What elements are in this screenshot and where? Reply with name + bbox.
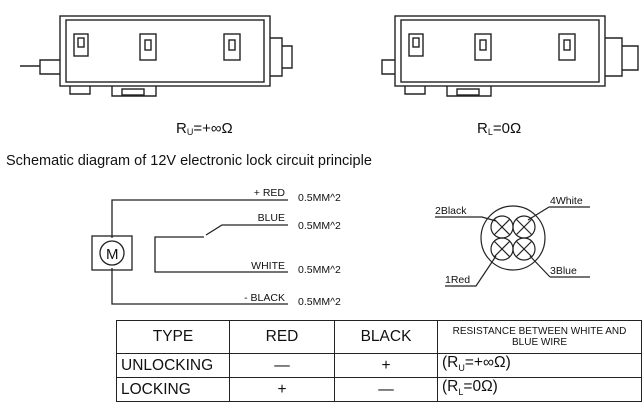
header-type: TYPE [116, 320, 230, 354]
pin-label-1red: 1Red [445, 274, 470, 286]
table-header-row: TYPE RED BLACK RESISTANCE BETWEEN WHITE … [116, 320, 642, 354]
wire-blue [205, 224, 288, 236]
wire-black-label: - BLACK [244, 292, 285, 304]
resistance-label-locking: RL=0Ω [477, 120, 522, 137]
wire-black-spec: 0.5MM^2 [298, 296, 341, 308]
switch-contact [154, 236, 288, 273]
row-resistance: (RL=0Ω) [437, 377, 642, 403]
diagram-title: Schematic diagram of 12V electronic lock… [6, 153, 372, 169]
pin-label-4white: 4White [550, 195, 583, 207]
table-row: LOCKING + — (RL=0Ω) [116, 377, 642, 403]
pin-3 [512, 237, 536, 261]
header-black: BLACK [334, 320, 438, 354]
device-drawings [20, 15, 639, 97]
header-red: RED [229, 320, 335, 354]
table-row: UNLOCKING — + (RU=+∞Ω) [116, 352, 642, 379]
lock-device-left [20, 15, 293, 97]
pin-label-2black: 2Black [435, 205, 467, 217]
lock-device-right [381, 15, 639, 97]
pin-2 [490, 215, 514, 239]
motor-circle [99, 240, 125, 266]
wire-black [111, 268, 288, 305]
wiring-table: TYPE RED BLACK RESISTANCE BETWEEN WHITE … [116, 320, 642, 403]
wire-blue-label: BLUE [258, 212, 285, 224]
row-red: — [229, 352, 335, 379]
wire-red-label: + RED [254, 187, 286, 199]
connector-pinout: 2Black 4White 1Red 3Blue [435, 195, 590, 287]
wire-red [111, 199, 288, 238]
row-resistance: (RU=+∞Ω) [437, 352, 642, 379]
motor-label: M [106, 246, 119, 263]
wire-red-spec: 0.5MM^2 [298, 192, 341, 204]
wire-white-label: WHITE [251, 260, 285, 272]
row-black: + [334, 352, 438, 379]
pin-1 [490, 237, 514, 261]
row-type: LOCKING [116, 377, 230, 403]
connector-outline [480, 205, 546, 271]
pin-4 [512, 215, 536, 239]
row-black: — [334, 377, 438, 403]
row-type: UNLOCKING [116, 352, 230, 379]
circuit-schematic: M + RED 0.5MM^2 BLUE 0.5MM^2 WHITE 0.5MM… [91, 187, 341, 308]
motor-box [91, 235, 133, 271]
pin-label-3blue: 3Blue [550, 265, 577, 277]
wire-blue-spec: 0.5MM^2 [298, 220, 341, 232]
wire-white-spec: 0.5MM^2 [298, 264, 341, 276]
header-resistance: RESISTANCE BETWEEN WHITE AND BLUE WIRE [437, 320, 642, 354]
resistance-label-unlocking: RU=+∞Ω [176, 120, 233, 137]
row-red: + [229, 377, 335, 403]
